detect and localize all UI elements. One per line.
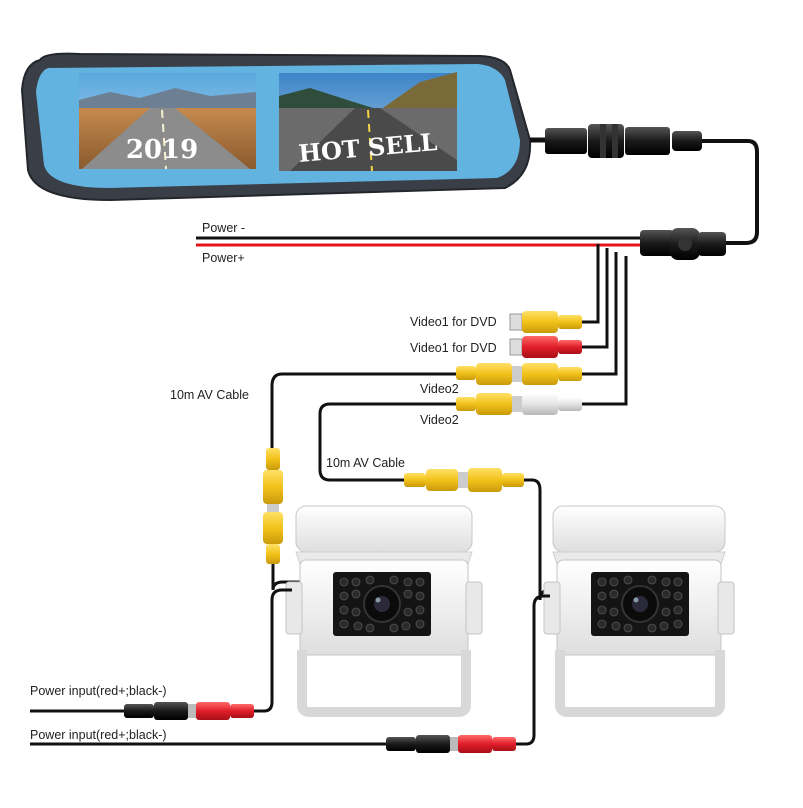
camera-left <box>285 505 483 717</box>
av-cable-left <box>263 372 456 591</box>
screen-right: HOT SELL <box>279 72 457 172</box>
label-av-cable-right: 10m AV Cable <box>326 456 405 470</box>
rca-video2-pair-yellow-white <box>456 393 582 415</box>
camera-right <box>543 505 735 717</box>
label-power-input-a: Power input(red+;black-) <box>30 684 167 698</box>
din-connector-male <box>545 128 587 154</box>
screen-left-text: 2019 <box>126 135 198 165</box>
label-video2-a: Video2 <box>420 382 459 396</box>
rearview-mirror-monitor: 2019 HOT SELL <box>20 52 532 202</box>
label-power-plus: Power+ <box>202 251 245 265</box>
harness-cable <box>530 124 759 260</box>
rca-video1-dvd-red <box>509 336 582 358</box>
power-cables <box>196 236 640 247</box>
power-input-cable-2 <box>30 594 550 753</box>
label-video2-b: Video2 <box>420 413 459 427</box>
label-power-input-b: Power input(red+;black-) <box>30 728 167 742</box>
av-branch-wires <box>582 244 628 406</box>
screen-left: 2019 <box>79 73 256 170</box>
power-input-cable-1 <box>30 588 292 720</box>
label-video1-dvd-b: Video1 for DVD <box>410 341 497 355</box>
label-av-cable-left: 10m AV Cable <box>170 388 249 402</box>
din-connector-female <box>625 127 670 155</box>
rca-video1-dvd-yellow <box>509 311 582 333</box>
rca-video2-pair-yellow <box>456 363 582 385</box>
label-video1-dvd-a: Video1 for DVD <box>410 315 497 329</box>
label-power-minus: Power - <box>202 221 246 235</box>
junction-block <box>640 230 674 256</box>
